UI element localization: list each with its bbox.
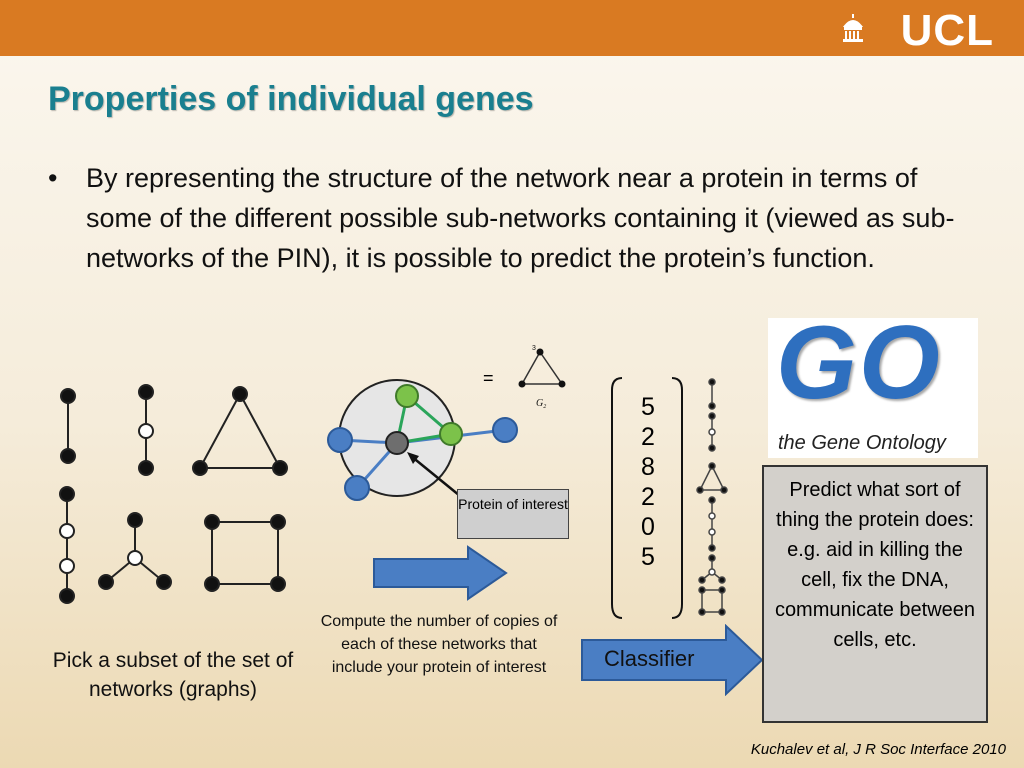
graphlet-node — [720, 486, 728, 494]
prediction-box: Predict what sort of thing the protein d… — [762, 465, 988, 723]
network-node-green — [395, 384, 419, 408]
bullet-text: By representing the structure of the net… — [86, 163, 955, 273]
graphlet-node — [270, 576, 286, 592]
graphlet-node — [708, 412, 716, 420]
graphlet-edge — [698, 465, 726, 491]
graphlet-node — [708, 544, 716, 552]
graphlet-node — [698, 586, 706, 594]
graphlet-node — [204, 514, 220, 530]
equals-sign: = — [483, 368, 494, 388]
network-node-blue — [344, 475, 370, 501]
count-value: 2 — [641, 483, 655, 511]
protein-network — [327, 379, 518, 501]
graphlet-node — [59, 486, 75, 502]
graphlet-node — [272, 460, 288, 476]
graphlet-node — [127, 550, 143, 566]
graphlet-node — [204, 576, 220, 592]
count-value: 8 — [641, 453, 655, 481]
graphlet-node — [156, 574, 172, 590]
go-logo: GO — [776, 305, 942, 421]
classifier-arrow — [581, 624, 764, 696]
graphlet-node — [708, 512, 716, 520]
count-value: 5 — [641, 543, 655, 571]
graphlet-set — [59, 384, 288, 604]
graphlet-node — [698, 608, 706, 616]
count-value: 5 — [641, 393, 655, 421]
network-node-green — [439, 422, 463, 446]
graphlet-node — [270, 514, 286, 530]
graphlet-node — [718, 586, 726, 594]
graphlet-node — [708, 378, 716, 386]
g2-node — [518, 380, 526, 388]
graphlet-node — [60, 388, 76, 404]
g2-node — [558, 380, 566, 388]
graphlet-node — [708, 568, 716, 576]
protein-of-interest-box: Protein of interest — [457, 489, 569, 539]
g2-node — [536, 348, 544, 356]
graphlet-edge — [211, 521, 279, 585]
graphlet-node — [232, 386, 248, 402]
graphlet-node — [696, 486, 704, 494]
citation: Kuchalev et al, J R Soc Interface 2010 — [750, 741, 1006, 758]
count-vector: 5 2 8 2 0 5 — [636, 392, 660, 572]
network-node-blue — [327, 427, 353, 453]
graphlet-column — [696, 378, 728, 616]
g2-label: G2 — [536, 398, 546, 410]
count-value: 0 — [641, 513, 655, 541]
graphlet-node — [60, 448, 76, 464]
subset-caption: Pick a subset of the set of networks (gr… — [52, 649, 294, 701]
g2-graph: 3 G2 — [518, 345, 566, 410]
bullet-marker: • — [48, 163, 58, 193]
graphlet-node — [708, 402, 716, 410]
g2-letter: G — [536, 398, 543, 409]
slide-title: Properties of individual genes — [48, 80, 534, 118]
graphlet-node — [708, 528, 716, 536]
pointer-arrowhead — [407, 452, 419, 464]
go-logo-background — [768, 318, 978, 458]
go-logo-subtitle: the Gene Ontology — [778, 432, 946, 454]
graphlet-node — [59, 588, 75, 604]
graphlet-edge — [198, 393, 282, 469]
graphlet-node — [718, 576, 726, 584]
portico-dome-icon — [842, 14, 864, 42]
graphlet-node — [708, 462, 716, 470]
count-vector-brackets — [611, 377, 683, 619]
classifier-label: Classifier — [604, 646, 695, 671]
graphlet-node — [138, 423, 154, 439]
compute-arrow — [373, 545, 508, 601]
graphlet-node — [127, 512, 143, 528]
count-value: 2 — [641, 423, 655, 451]
network-node-blue — [492, 417, 518, 443]
ucl-logo: UCL — [900, 6, 994, 55]
graphlet-node — [718, 608, 726, 616]
graphlet-node — [708, 428, 716, 436]
graphlet-node — [138, 384, 154, 400]
graphlet-node — [59, 523, 75, 539]
protein-node — [385, 431, 409, 455]
graphlet-node — [708, 554, 716, 562]
g2-edge — [520, 351, 564, 385]
graphlet-node — [98, 574, 114, 590]
graphlet-node — [59, 558, 75, 574]
g2-node-label: 3 — [532, 345, 536, 352]
graphlet-node — [138, 460, 154, 476]
compute-caption: Compute the number of copies of each of … — [320, 613, 558, 676]
header-bar — [0, 0, 1024, 56]
pointer-line — [410, 455, 466, 501]
graphlet-edge — [701, 589, 723, 613]
graphlet-node — [698, 576, 706, 584]
graphlet-node — [192, 460, 208, 476]
graphlet-node — [708, 444, 716, 452]
graphlet-node — [708, 496, 716, 504]
g2-subscript: 2 — [543, 404, 546, 410]
